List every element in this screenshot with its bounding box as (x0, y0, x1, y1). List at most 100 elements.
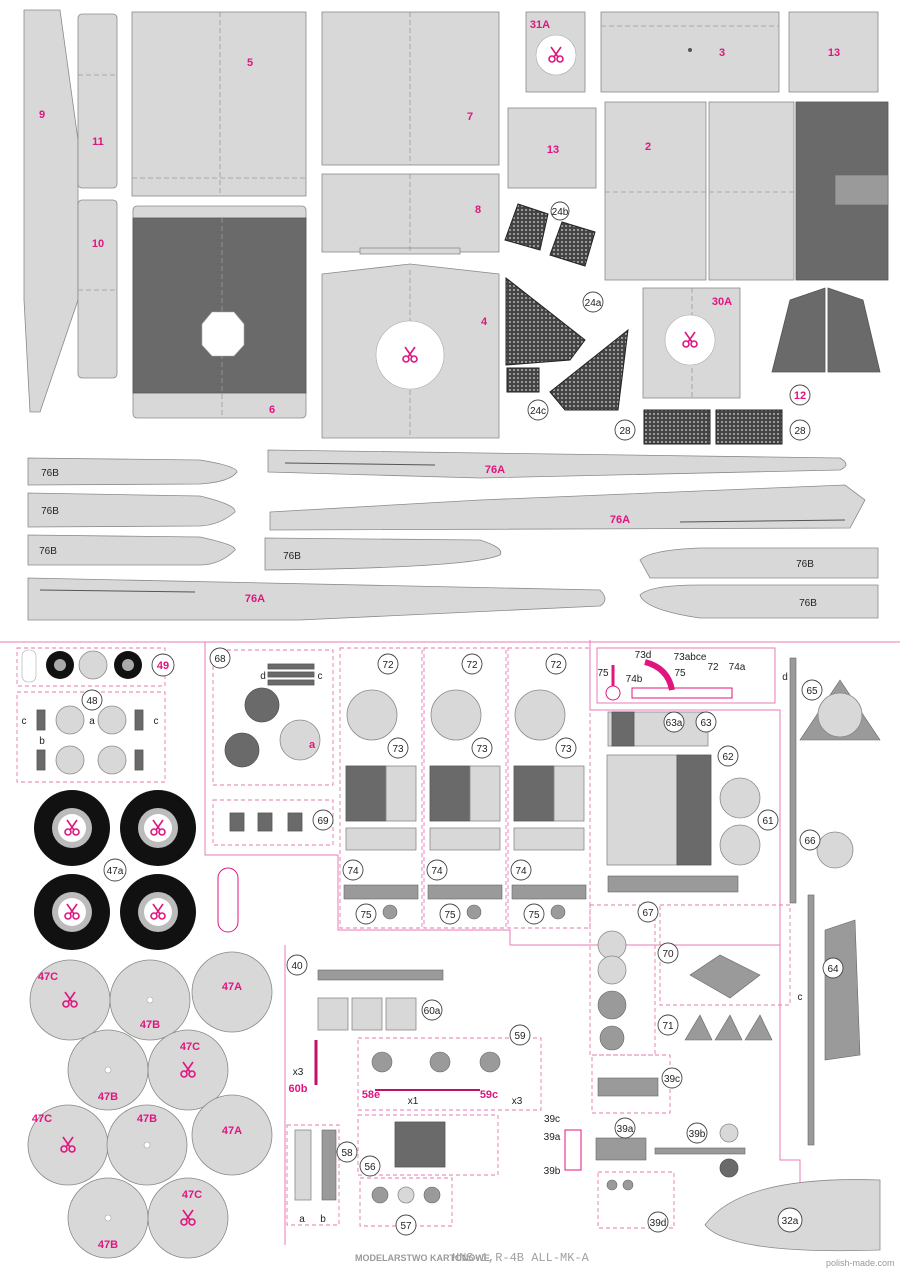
label-w47b4: 47B (98, 1239, 118, 1251)
label-c74c: 74 (515, 866, 527, 877)
part-5: 5 (131, 11, 307, 197)
label-c39d: 39d (650, 1218, 667, 1229)
label-c39a: 39a (617, 1124, 634, 1135)
label-c71: 71 (662, 1021, 674, 1032)
part-8: 8 (321, 173, 500, 255)
label-c57: 57 (400, 1221, 412, 1232)
label-c60a: 60a (424, 1006, 441, 1017)
part-49: 49 (16, 647, 175, 687)
part-47a-tires: 47a (34, 790, 239, 950)
part-6: 6 (132, 205, 307, 419)
label-9: 9 (39, 109, 45, 121)
label-p2: 2 (645, 141, 651, 153)
label-c39c: 39c (664, 1074, 680, 1085)
label-c67: 67 (642, 908, 654, 919)
label-c: c (798, 992, 803, 1003)
label-c: c (154, 716, 159, 727)
label-p13b: 13 (547, 144, 559, 156)
label-a75: 75 (597, 668, 609, 679)
part-47-wheel-discs: 47C 47B 47A 47B 47C 47C 47B 47A 47B 47C (27, 951, 273, 1259)
part-2: 2 (604, 101, 889, 281)
label-c48: 48 (86, 696, 98, 707)
footer-site: polish-made.com (826, 1258, 895, 1268)
label-p6: 6 (269, 404, 275, 416)
part-7: 7 (321, 11, 500, 166)
label-w47b1: 47B (140, 1019, 160, 1031)
label-x1: x1 (408, 1096, 419, 1107)
label-w47b2: 47B (98, 1091, 118, 1103)
label-p11: 11 (92, 136, 104, 148)
part-10: 10 (77, 199, 118, 379)
label-w4: 76A (610, 514, 630, 526)
label-w1: 76B (41, 468, 59, 479)
part-13-a: 13 (788, 11, 879, 93)
label-c39b: 39b (689, 1129, 706, 1140)
part-30a: 30A (642, 287, 741, 399)
label-p58e: 58e (362, 1089, 380, 1101)
label-x3: x3 (293, 1067, 304, 1078)
label-w9: 76B (799, 598, 817, 609)
label-c: c (22, 716, 27, 727)
label-p28a: 28 (619, 426, 631, 437)
label-c49: 49 (157, 660, 169, 672)
label-a74b: 74b (626, 674, 643, 685)
label-c75b: 75 (444, 910, 456, 921)
label-w47a2: 47A (222, 1125, 242, 1137)
label-c75a: 75 (360, 910, 372, 921)
wing-parts: 76B 76A 76B 76A 76B 76B 76B 76A 76B (27, 449, 879, 621)
label-w7: 76B (796, 559, 814, 570)
part-31a: 31A (525, 11, 586, 93)
label-c70: 70 (662, 949, 674, 960)
label-c68: 68 (214, 654, 226, 665)
label-a74a: 74a (729, 662, 746, 673)
label-c58: 58 (341, 1148, 353, 1159)
part-9: 9 (23, 9, 79, 413)
label-w47c2: 47C (180, 1041, 200, 1053)
label-w47c3: 47C (32, 1113, 52, 1125)
label-c62: 62 (722, 752, 734, 763)
part-32a: 32a (704, 1179, 881, 1252)
label-c73c: 73 (560, 744, 572, 755)
footer-code: HNS-1,R-4B ALL-MK-A (452, 1251, 590, 1265)
parts-67-71: 67 70 71 (589, 901, 791, 1056)
label-a72: 72 (707, 662, 719, 673)
label-c64: 64 (827, 964, 839, 975)
label-c47a: 47a (107, 866, 124, 877)
label-c74a: 74 (347, 866, 359, 877)
label-p12: 12 (794, 390, 806, 402)
label-c74b: 74 (431, 866, 443, 877)
label-p59c: 59c (480, 1089, 498, 1101)
label-w47a1: 47A (222, 981, 242, 993)
label-c72a: 72 (382, 660, 394, 671)
label-p3: 3 (719, 47, 725, 59)
label-p60b: 60b (289, 1083, 308, 1095)
label-p39a: 39a (544, 1132, 561, 1143)
label-w2: 76A (485, 464, 505, 476)
label-d: d (782, 672, 788, 683)
label-c: c (318, 671, 323, 682)
label-c63a: 63a (666, 718, 683, 729)
part-12: 12 (771, 287, 881, 406)
label-p10: 10 (92, 238, 104, 250)
label-w47b3: 47B (137, 1113, 157, 1125)
label-w3: 76B (41, 506, 59, 517)
label-c59: 59 (514, 1031, 526, 1042)
label-p24c: 24c (530, 406, 546, 417)
label-p24a: 24a (585, 298, 602, 309)
label-c73b: 73 (476, 744, 488, 755)
label-c66: 66 (804, 836, 816, 847)
label-p31a: 31A (530, 19, 550, 31)
parts-72-75-col1: 72 73 74 75 (339, 647, 423, 929)
label-w8: 76A (245, 593, 265, 605)
part-4: 4 (321, 263, 500, 439)
label-c40: 40 (291, 961, 303, 972)
label-c73a: 73 (392, 744, 404, 755)
